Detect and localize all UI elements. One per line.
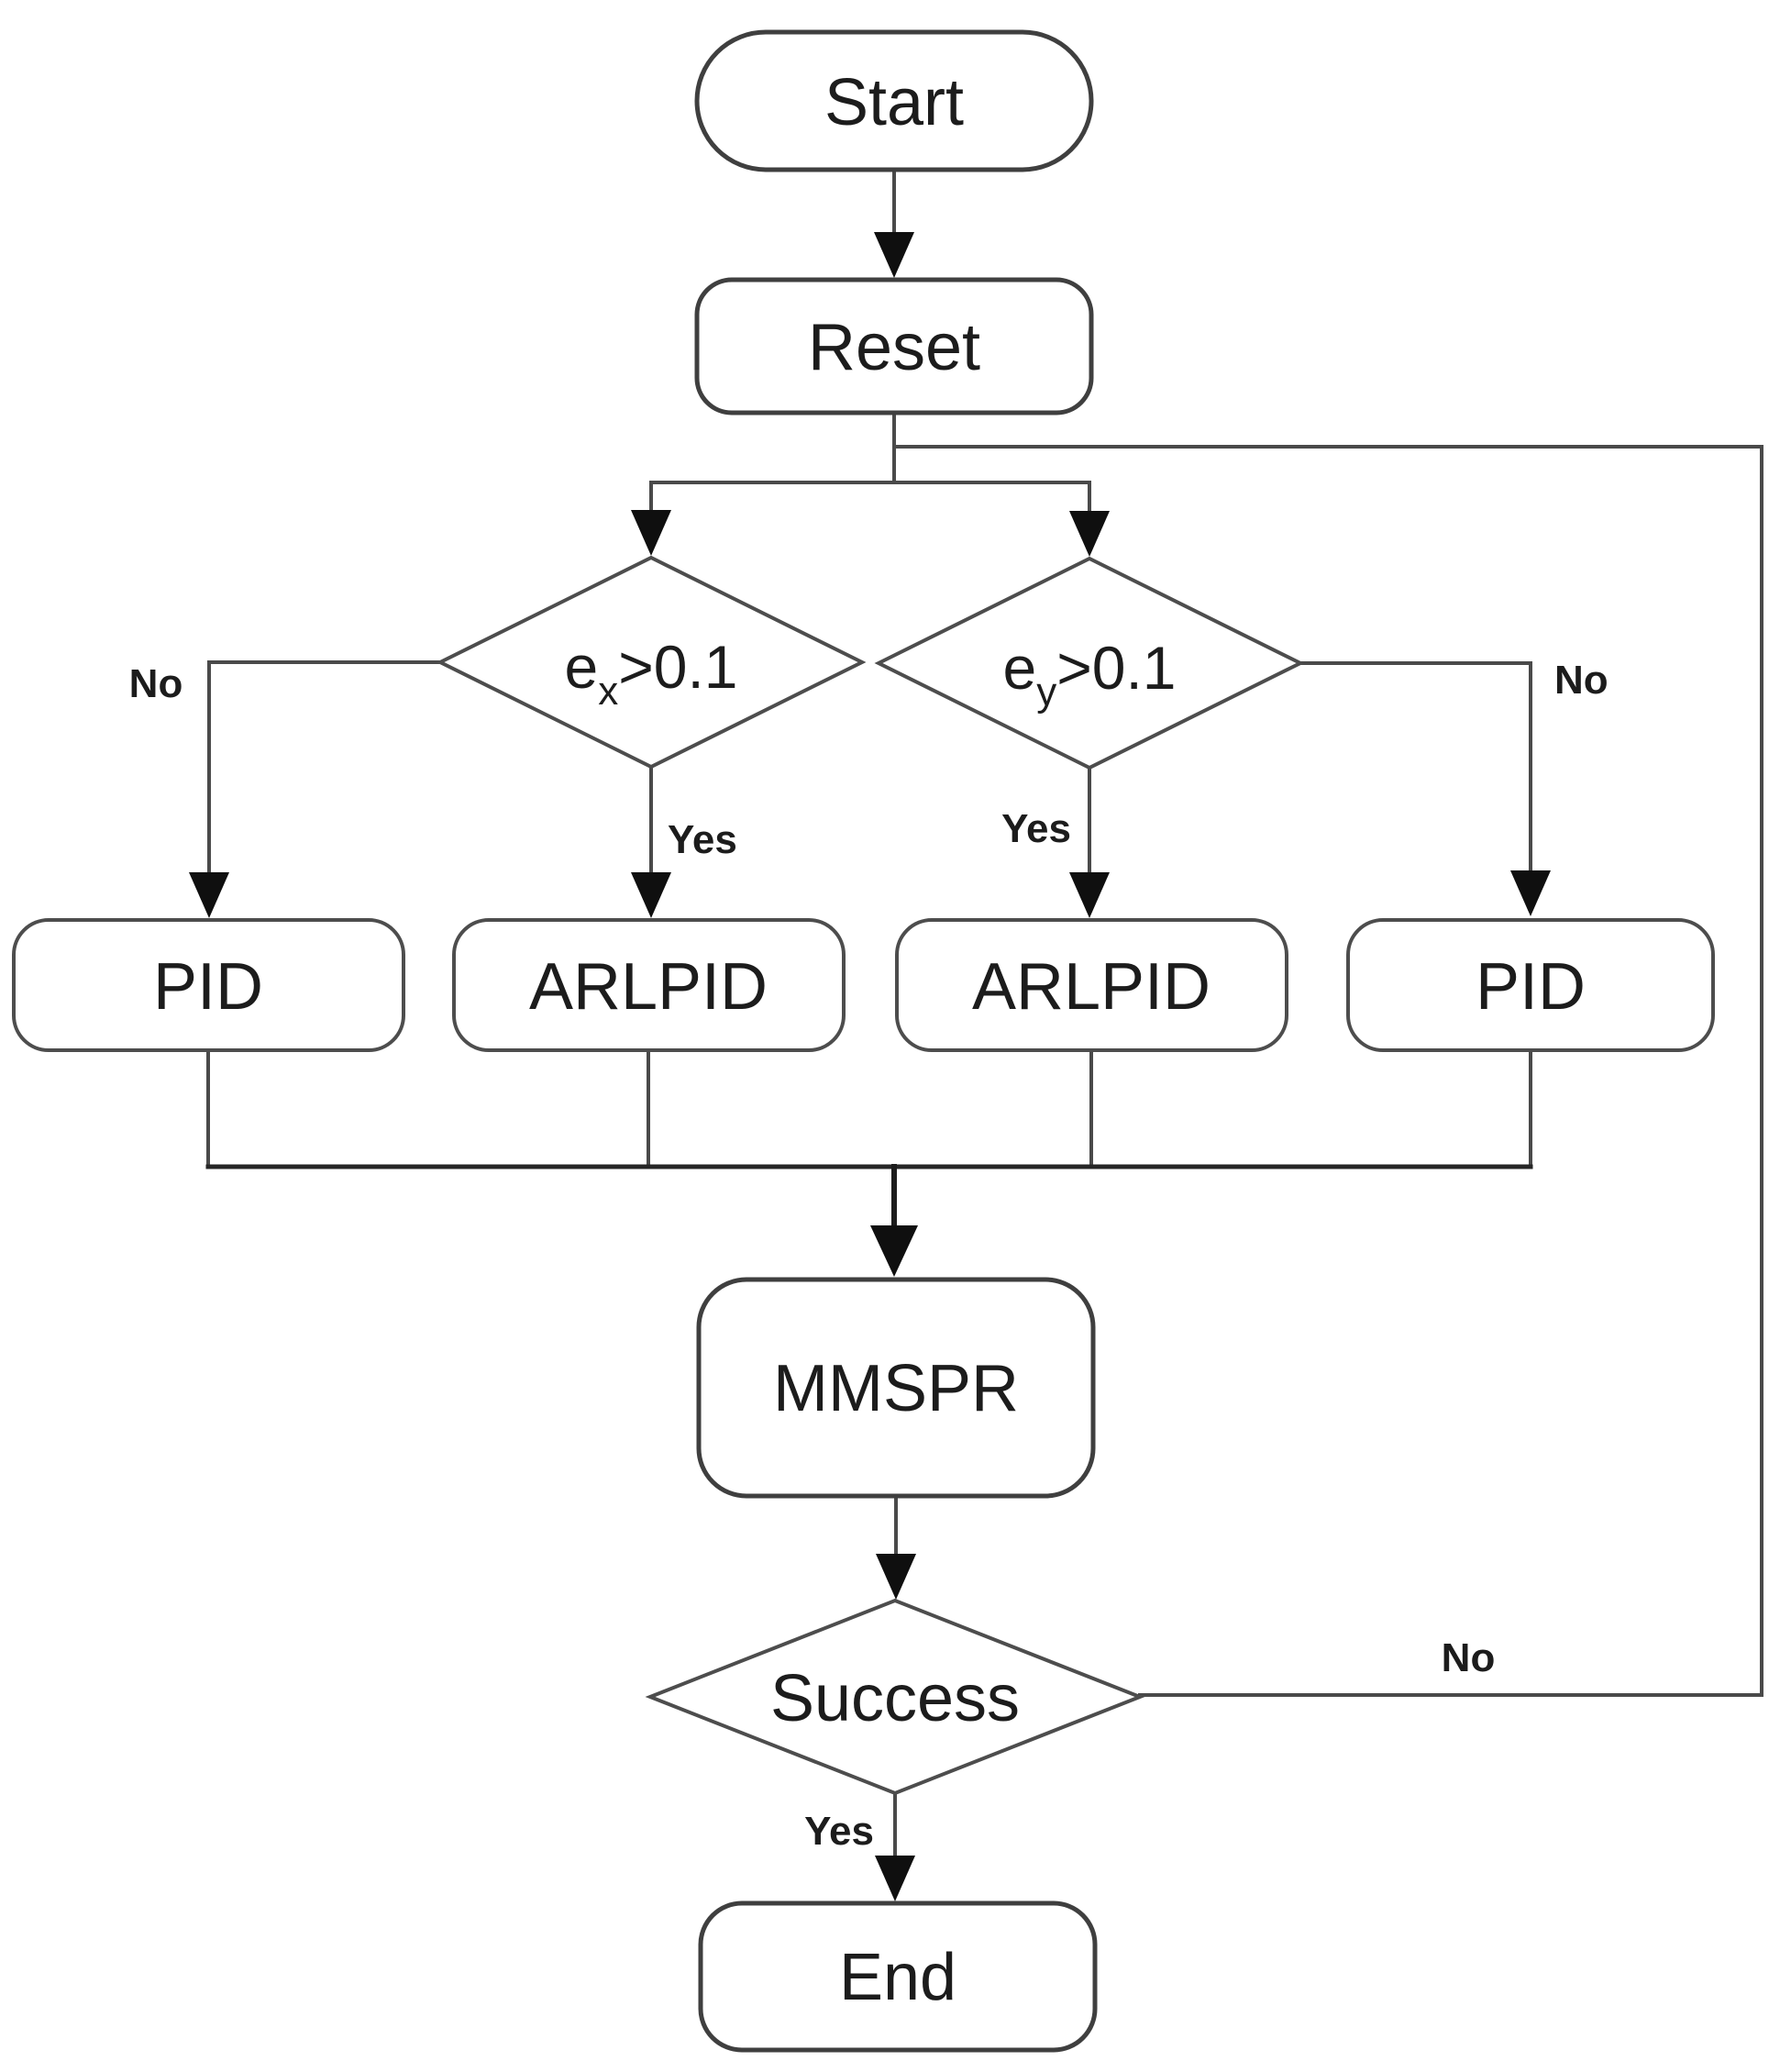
reset-node-label: Reset xyxy=(808,311,980,384)
arlpid-left-label: ARLPID xyxy=(529,950,768,1024)
edge-ey-no-pid xyxy=(1299,661,1532,875)
ey-yes-label: Yes xyxy=(1001,806,1071,851)
arrow-into-mmspr xyxy=(870,1225,918,1277)
pid-right-label: PID xyxy=(1476,950,1586,1024)
end-node-label: End xyxy=(839,1941,956,2014)
arrow-into-success xyxy=(876,1554,916,1600)
decision-ex-shape xyxy=(436,555,867,770)
arrow-into-ex xyxy=(631,510,671,556)
success-no-label: No xyxy=(1442,1635,1496,1680)
end-node-shape xyxy=(698,1900,1098,2053)
arrow-into-pid-right xyxy=(1510,870,1551,916)
arrowheads xyxy=(189,232,1551,1901)
mmspr-node-shape xyxy=(696,1277,1096,1499)
arrow-into-arlpid-left xyxy=(631,872,671,918)
edges xyxy=(205,168,1763,1860)
mmspr-node-label: MMSPR xyxy=(773,1352,1019,1425)
pid-right-shape xyxy=(1346,918,1715,1052)
pid-left-label: PID xyxy=(153,950,263,1024)
success-node-shape xyxy=(645,1598,1145,1796)
arlpid-right-label: ARLPID xyxy=(972,950,1211,1024)
ex-yes-label: Yes xyxy=(668,817,737,862)
arlpid-right-shape xyxy=(895,918,1288,1052)
arrow-into-reset xyxy=(874,232,914,278)
success-node-label: Success xyxy=(770,1662,1020,1735)
arrow-into-ey xyxy=(1069,511,1110,557)
arlpid-left-shape xyxy=(452,918,846,1052)
decision-ey-shape xyxy=(874,556,1305,770)
reset-node-shape xyxy=(694,277,1094,416)
arrow-into-pid-left xyxy=(189,872,229,918)
decision-ex-label: ex>0.1 xyxy=(564,633,737,714)
arrow-into-arlpid-right xyxy=(1069,872,1110,918)
ex-no-label: No xyxy=(129,661,183,706)
ey-no-label: No xyxy=(1554,658,1609,703)
pid-left-shape xyxy=(12,918,405,1052)
nodes xyxy=(12,29,1715,2053)
start-node-shape xyxy=(694,29,1094,172)
decision-ey-label: ey>0.1 xyxy=(1002,634,1176,715)
success-yes-label: Yes xyxy=(804,1809,874,1854)
start-node-label: Start xyxy=(824,66,964,139)
edge-success-no-loop xyxy=(892,445,1763,1697)
edge-labels: No Yes Yes No No Yes xyxy=(129,658,1609,1854)
node-labels: Start Reset ex>0.1 ey>0.1 PID ARLPID ARL… xyxy=(153,66,1586,2014)
arrow-into-end xyxy=(875,1856,915,1901)
edge-ex-no-pid xyxy=(207,660,442,877)
